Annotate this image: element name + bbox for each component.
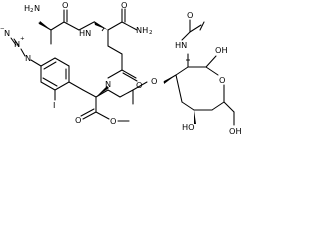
atom-acetamido-hn: HN bbox=[175, 40, 187, 50]
atom-ring-ho-bottom: HO bbox=[182, 122, 195, 132]
atom-ester-methoxy-o: O bbox=[110, 116, 116, 126]
atom-amide-o: O bbox=[62, 0, 68, 10]
stereo-bonds bbox=[39, 21, 196, 124]
atom-h: H bbox=[24, 3, 30, 13]
atom-carboxamide-o: O bbox=[121, 0, 127, 10]
atom-acetamido-o: O bbox=[187, 10, 193, 20]
atom-amide-hn: HN bbox=[79, 28, 91, 38]
atom-ring-o: O bbox=[219, 75, 225, 85]
chemical-structure-diagram: H 2 N O HN O NH 2 O N N − N + N I O O O … bbox=[0, 0, 242, 136]
atom-amine-n: N bbox=[34, 3, 40, 13]
atom-ether-o: O bbox=[151, 76, 157, 86]
atom-azide-n2: N bbox=[14, 39, 20, 49]
atom-carbonyl-o: O bbox=[136, 80, 142, 90]
atom-labels: H 2 N O HN O NH 2 O N N − N + N I O O O … bbox=[0, 0, 242, 136]
atom-carboxamide-nh-subscript: 2 bbox=[149, 30, 153, 36]
atom-h-subscript: 2 bbox=[30, 8, 34, 14]
atom-azide-n1: N bbox=[25, 53, 31, 63]
atom-azide-plus: + bbox=[20, 36, 25, 42]
atom-iodine: I bbox=[53, 100, 55, 110]
atom-tertiary-n: N bbox=[105, 79, 111, 89]
atom-ring-ch2oh: OH bbox=[229, 126, 242, 136]
atom-azide-minus: − bbox=[0, 26, 5, 32]
atom-azide-n3: N bbox=[4, 28, 10, 38]
atom-carboxamide-nh: NH bbox=[136, 25, 148, 35]
atom-ring-oh-top: OH bbox=[215, 45, 228, 55]
atom-ester-carbonyl-o: O bbox=[75, 115, 81, 125]
